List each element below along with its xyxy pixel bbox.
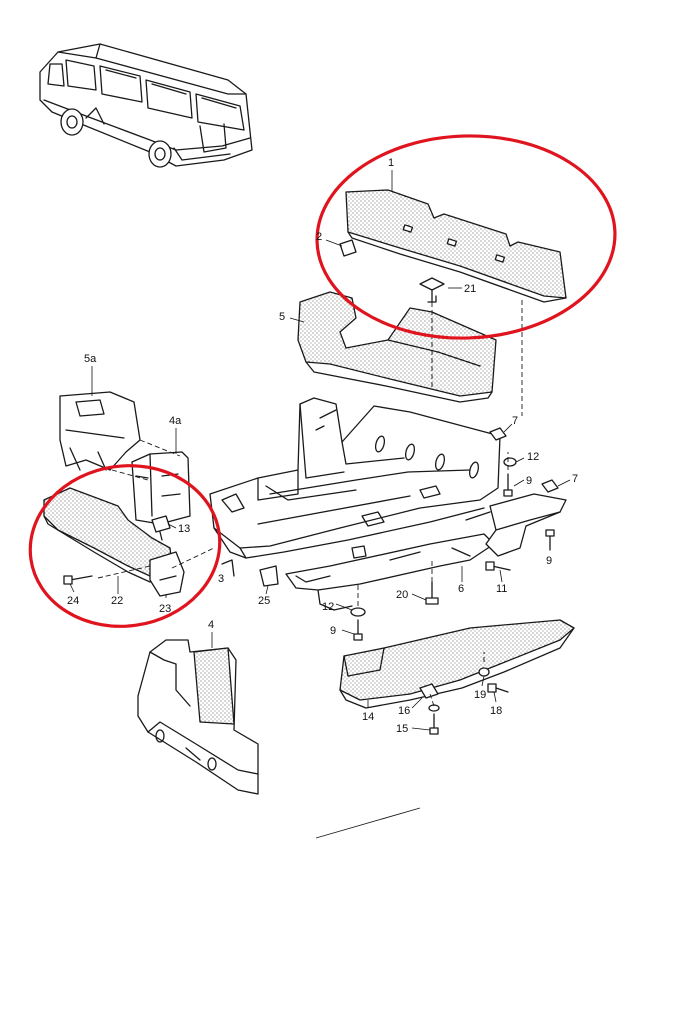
part-12-washer-mid [350, 607, 366, 617]
callout-24: 24 [67, 595, 79, 607]
callout-12b: 12 [322, 601, 334, 613]
part-5-wheel-arch-felt [297, 291, 497, 403]
part-2-clip [339, 239, 357, 257]
callout-7a: 7 [512, 415, 518, 427]
callout-4a: 4a [169, 415, 182, 427]
callout-15: 15 [396, 723, 408, 735]
part-5a-front-trim [59, 391, 141, 471]
part-7-right-bracket [465, 493, 567, 557]
part-18-bolt [487, 683, 509, 693]
part-11-bolt [485, 561, 511, 571]
part-15-bolt [428, 704, 440, 735]
part-19-washer [478, 667, 490, 677]
part-21-fastener [419, 277, 445, 303]
floor-frame [209, 397, 501, 559]
part-20-bolt [425, 581, 439, 605]
callout-labels: 1 2 21 5 5a 4a 7 12 9 7 9 13 3 6 11 20 1… [67, 157, 578, 735]
callout-9c: 9 [330, 625, 336, 637]
callout-4: 4 [208, 619, 214, 631]
part-4a-side-console [131, 451, 191, 525]
callout-13: 13 [178, 523, 190, 535]
part-7-nut-right [541, 479, 559, 493]
callout-18: 18 [490, 705, 502, 717]
callout-25: 25 [258, 595, 270, 607]
part-24-screw [63, 575, 93, 585]
callout-16: 16 [398, 705, 410, 717]
part-25-bracket [259, 565, 279, 587]
part-9-bolt-right [545, 529, 555, 551]
part-4-lower-panel [137, 639, 259, 795]
callout-22: 22 [111, 595, 123, 607]
callout-21: 21 [464, 283, 476, 295]
callout-5: 5 [279, 311, 285, 323]
part-bushing [351, 545, 367, 559]
part-7-nut-top [489, 427, 507, 441]
callout-9a: 9 [526, 475, 532, 487]
part-14-running-board [339, 619, 575, 709]
highlight-rear-panel [315, 134, 617, 340]
part-23-bracket [149, 551, 185, 597]
part-1-rear-felt-panel [345, 189, 567, 303]
callout-6: 6 [458, 583, 464, 595]
callout-19: 19 [474, 689, 486, 701]
callout-3: 3 [218, 573, 224, 585]
part-9-bolt-mid [353, 619, 363, 641]
part-3-bracket [221, 559, 235, 577]
van-illustration [39, 43, 253, 168]
callout-11: 11 [496, 583, 507, 595]
callout-7b: 7 [572, 473, 578, 485]
callout-9b: 9 [546, 555, 552, 567]
callout-1: 1 [388, 157, 394, 169]
part-13-clip [151, 515, 171, 541]
callout-23: 23 [159, 603, 171, 615]
callout-20: 20 [396, 589, 408, 601]
assembly-lines [97, 300, 523, 707]
part-6-cross-member [285, 533, 495, 611]
part-16-bracket [419, 683, 439, 699]
callout-12a: 12 [527, 451, 539, 463]
callout-2: 2 [316, 231, 322, 243]
callout-14: 14 [362, 711, 374, 723]
highlight-left-felt [28, 464, 222, 628]
part-9-bolt-top [503, 473, 513, 497]
separator-line [315, 807, 421, 839]
callout-5a: 5a [84, 353, 97, 365]
part-12-washer-top [503, 457, 517, 467]
